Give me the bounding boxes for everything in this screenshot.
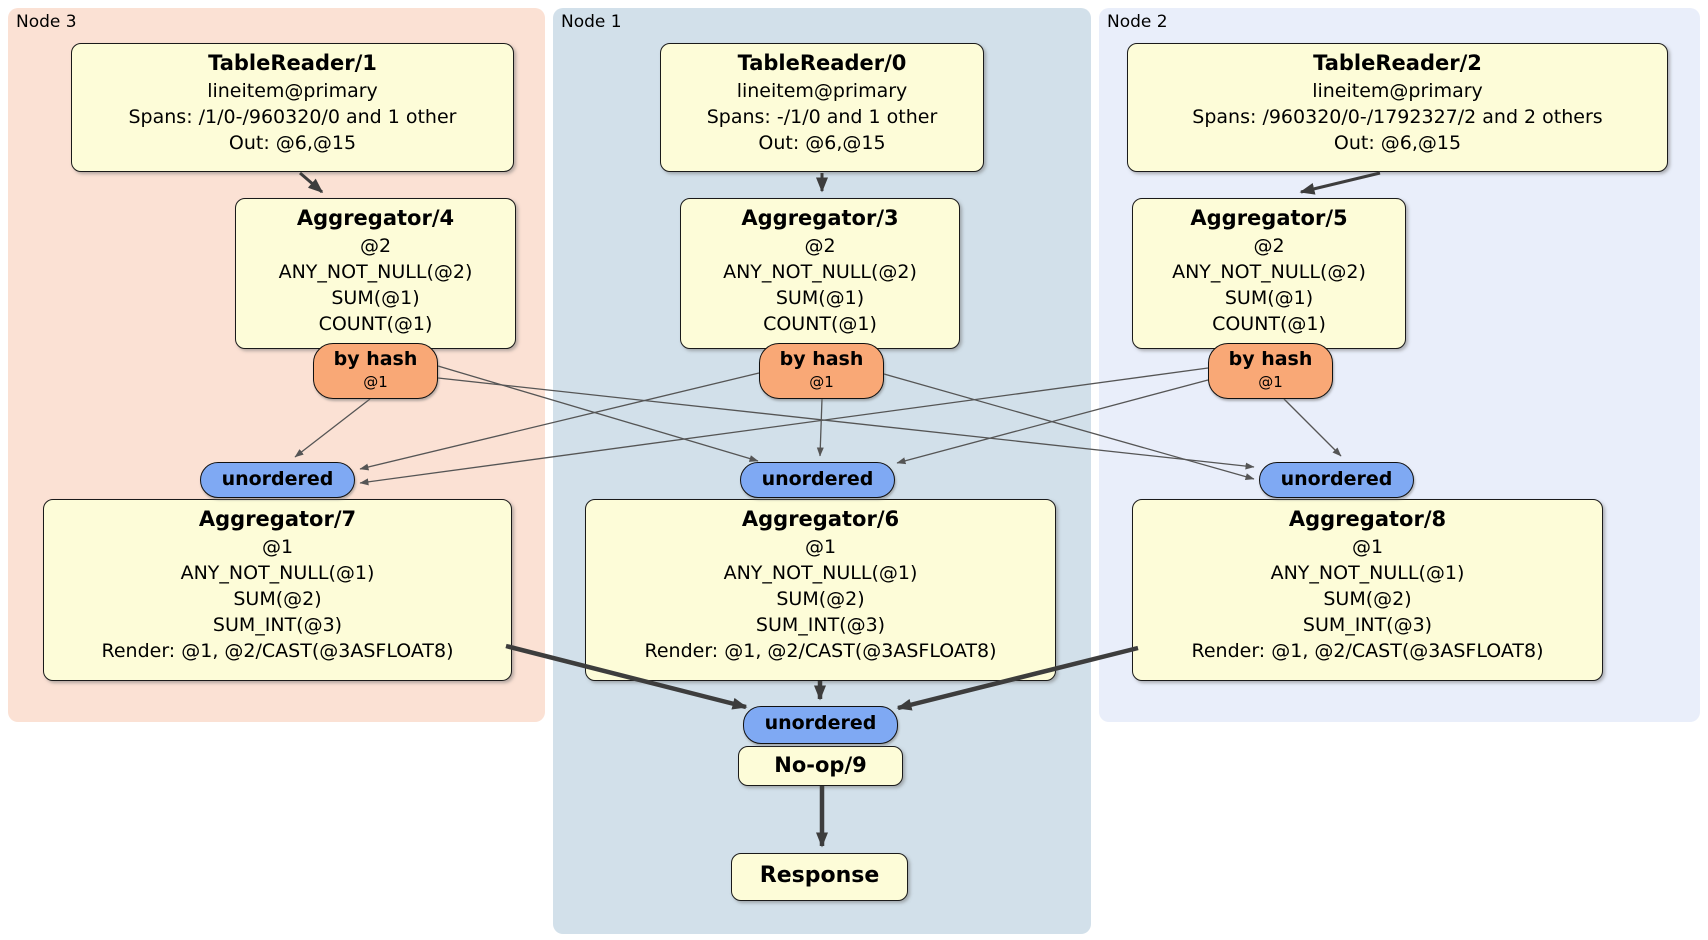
box-line: @2	[1253, 235, 1285, 257]
box-line: Spans: /1/0-/960320/0 and 1 other	[128, 106, 457, 128]
router-label: by hash	[779, 348, 864, 370]
box-title: No-op/9	[774, 753, 867, 777]
unordered-stream-node1: unordered	[740, 462, 895, 498]
node2-label: Node 2	[1107, 12, 1168, 32]
box-title: Aggregator/5	[1190, 206, 1348, 230]
box-line: COUNT(@1)	[1212, 313, 1326, 335]
tablereader-0-box: TableReader/0 lineitem@primary Spans: -/…	[660, 43, 984, 172]
stream-label: unordered	[761, 468, 874, 490]
aggregator-7-box: Aggregator/7 @1 ANY_NOT_NULL(@1) SUM(@2)…	[43, 499, 512, 681]
hash-router-node1: by hash @1	[759, 343, 884, 399]
node3-label: Node 3	[16, 12, 77, 32]
response-box: Response	[731, 853, 908, 901]
unordered-stream-node2: unordered	[1259, 462, 1414, 498]
box-line: @1	[804, 536, 837, 558]
router-label: by hash	[1228, 348, 1313, 370]
box-line: ANY_NOT_NULL(@2)	[278, 261, 473, 283]
box-line: SUM_INT(@3)	[212, 614, 343, 636]
box-line: COUNT(@1)	[763, 313, 877, 335]
box-line: SUM_INT(@3)	[755, 614, 886, 636]
router-sub: @1	[809, 373, 834, 391]
node1-label: Node 1	[561, 12, 622, 32]
aggregator-6-box: Aggregator/6 @1 ANY_NOT_NULL(@1) SUM(@2)…	[585, 499, 1056, 681]
box-line: ANY_NOT_NULL(@2)	[1172, 261, 1366, 283]
box-title: Aggregator/7	[198, 507, 357, 531]
box-line: SUM(@1)	[775, 287, 865, 309]
box-title: TableReader/1	[208, 51, 377, 75]
box-title: Aggregator/3	[741, 206, 899, 230]
box-line: Out: @6,@15	[758, 132, 886, 154]
box-title: Aggregator/6	[741, 507, 900, 531]
box-line: Render: @1, @2/CAST(@3ASFLOAT8)	[1191, 640, 1544, 662]
stream-label: unordered	[221, 468, 334, 490]
box-line: Spans: -/1/0 and 1 other	[706, 106, 938, 128]
aggregator-4-box: Aggregator/4 @2 ANY_NOT_NULL(@2) SUM(@1)…	[235, 198, 516, 349]
router-sub: @1	[1258, 373, 1283, 391]
box-line: SUM_INT(@3)	[1302, 614, 1433, 636]
router-sub: @1	[363, 373, 388, 391]
box-line: SUM(@1)	[1224, 287, 1314, 309]
box-line: @2	[804, 235, 836, 257]
box-line: SUM(@1)	[331, 287, 420, 309]
aggregator-8-box: Aggregator/8 @1 ANY_NOT_NULL(@1) SUM(@2)…	[1132, 499, 1603, 681]
box-line: Out: @6,@15	[228, 132, 357, 154]
tablereader-2-box: TableReader/2 lineitem@primary Spans: /9…	[1127, 43, 1668, 172]
box-line: lineitem@primary	[736, 80, 908, 102]
aggregator-3-box: Aggregator/3 @2 ANY_NOT_NULL(@2) SUM(@1)…	[680, 198, 960, 349]
box-line: ANY_NOT_NULL(@1)	[1270, 562, 1465, 584]
aggregator-5-box: Aggregator/5 @2 ANY_NOT_NULL(@2) SUM(@1)…	[1132, 198, 1406, 349]
box-line: @2	[359, 235, 392, 257]
box-title: TableReader/0	[737, 51, 907, 75]
hash-router-node2: by hash @1	[1208, 343, 1333, 399]
box-line: lineitem@primary	[207, 80, 378, 102]
box-line: COUNT(@1)	[318, 313, 433, 335]
box-title: Aggregator/4	[296, 206, 455, 230]
box-title: Aggregator/8	[1288, 507, 1447, 531]
box-title: Response	[759, 863, 880, 888]
box-line: SUM(@2)	[233, 588, 322, 610]
box-line: ANY_NOT_NULL(@1)	[723, 562, 918, 584]
stream-label: unordered	[1280, 468, 1393, 490]
router-label: by hash	[333, 348, 418, 370]
box-line: SUM(@2)	[1323, 588, 1412, 610]
box-title: TableReader/2	[1313, 51, 1482, 75]
hash-router-node3: by hash @1	[313, 343, 438, 399]
box-line: @1	[1351, 536, 1384, 558]
box-line: Spans: /960320/0-/1792327/2 and 2 others	[1192, 106, 1603, 128]
noop-9-box: No-op/9	[738, 746, 903, 786]
box-line: Out: @6,@15	[1333, 132, 1462, 154]
stream-label: unordered	[764, 712, 877, 734]
box-line: Render: @1, @2/CAST(@3ASFLOAT8)	[644, 640, 997, 662]
box-line: Render: @1, @2/CAST(@3ASFLOAT8)	[101, 640, 454, 662]
box-line: ANY_NOT_NULL(@2)	[723, 261, 917, 283]
tablereader-1-box: TableReader/1 lineitem@primary Spans: /1…	[71, 43, 514, 172]
box-line: @1	[261, 536, 294, 558]
unordered-stream-node3: unordered	[200, 462, 355, 498]
unordered-stream-final: unordered	[743, 706, 898, 744]
box-line: ANY_NOT_NULL(@1)	[180, 562, 375, 584]
box-line: SUM(@2)	[776, 588, 865, 610]
box-line: lineitem@primary	[1312, 80, 1483, 102]
